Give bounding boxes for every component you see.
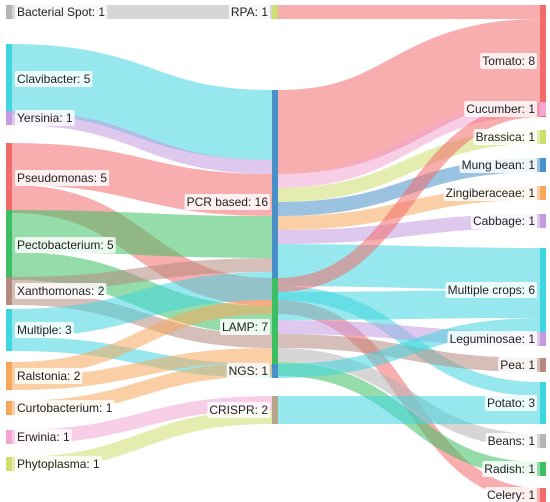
- label-bg-potato: [484, 395, 537, 411]
- flow-ralstonia-to-pcr: [11, 300, 273, 376]
- label-bacterial-spot: Bacterial Spot: 1: [17, 5, 105, 19]
- label-tomato: Tomato: 8: [482, 54, 535, 68]
- node-celery: [540, 488, 546, 502]
- label-multiple: Multiple: 3: [17, 323, 72, 337]
- sankey-labels: Bacterial Spot: 1 Clavibacter: 5 Yersinia:…: [15, 4, 537, 502]
- node-yersinia: [6, 111, 12, 125]
- label-phytoplasma: Phytoplasma: 1: [17, 457, 100, 471]
- label-bg-crispr: [207, 402, 270, 418]
- label-cucumber: Cucumber: 1: [466, 102, 535, 116]
- node-rpa: [272, 5, 278, 19]
- node-pectobacterium: [6, 210, 12, 280]
- label-ralstonia: Ralstonia: 2: [17, 369, 81, 383]
- node-pcr: [272, 90, 278, 314]
- label-bg-pea: [498, 357, 537, 373]
- node-xanthomonas: [6, 277, 12, 305]
- label-bg-celery: [484, 487, 537, 502]
- label-bg-radish: [482, 461, 537, 477]
- label-leguminosae: Leguminosae: 1: [450, 332, 536, 346]
- node-crispr: [272, 396, 278, 424]
- label-yersinia: Yersinia: 1: [17, 111, 73, 125]
- label-bg-brassica: [473, 129, 537, 145]
- node-clavibacter: [6, 44, 12, 114]
- node-potato: [540, 382, 546, 424]
- label-bg-multiple: [15, 322, 74, 338]
- flow-pcr-to-multiple-crops: [277, 244, 541, 290]
- label-bg-xanthomonas: [15, 283, 107, 299]
- label-bg-lamp: [219, 319, 270, 335]
- label-bg-ngs: [226, 363, 270, 379]
- flow-ngs-to-multiple-crops: [277, 318, 541, 378]
- label-pea: Pea: 1: [500, 358, 535, 372]
- node-tomato: [540, 5, 546, 117]
- label-bg-erwinia: [15, 429, 72, 445]
- node-zingiberaceae: [540, 186, 546, 200]
- label-clavibacter: Clavibacter: 5: [17, 72, 91, 86]
- node-pea: [540, 358, 546, 372]
- label-erwinia: Erwinia: 1: [17, 430, 70, 444]
- label-bg-leguminosae: [447, 331, 537, 347]
- label-bg-rpa: [228, 4, 270, 20]
- label-mung-bean: Mung bean: 1: [462, 158, 536, 172]
- label-rpa: RPA: 1: [231, 5, 268, 19]
- label-bg-yersinia: [15, 110, 75, 126]
- label-bg-tomato: [480, 53, 537, 69]
- label-zingiberaceae: Zingiberaceae: 1: [446, 186, 536, 200]
- node-leguminosae: [540, 332, 546, 346]
- node-cabbage: [540, 214, 546, 228]
- node-curtobacterium: [6, 401, 12, 415]
- flow-pectobacterium-to-pcr: [11, 210, 273, 258]
- label-bg-mung-bean: [459, 157, 537, 173]
- label-bg-beans: [485, 433, 537, 449]
- label-bg-ralstonia: [15, 368, 83, 384]
- label-bg-curtobacterium: [15, 400, 115, 416]
- label-beans: Beans: 1: [488, 434, 536, 448]
- label-curtobacterium: Curtobacterium: 1: [17, 401, 113, 415]
- node-lamp: [272, 278, 278, 376]
- node-bacterial-spot: [6, 5, 12, 19]
- label-brassica: Brassica: 1: [476, 130, 536, 144]
- node-multiple: [6, 309, 12, 351]
- label-bg-pectobacterium: [15, 237, 116, 253]
- flow-pseudomonas-to-pcr: [11, 143, 273, 216]
- flow-lamp-to-multiple-crops: [277, 290, 541, 320]
- node-ralstonia: [6, 362, 12, 390]
- label-bg-cabbage: [470, 213, 537, 229]
- node-brassica: [540, 130, 546, 144]
- node-beans: [540, 434, 546, 448]
- flow-multiple-to-pcr: [11, 272, 273, 337]
- label-bg-clavibacter: [15, 71, 93, 87]
- label-bg-bacterial-spot: [15, 4, 108, 20]
- node-phytoplasma: [6, 457, 12, 471]
- sankey-nodes: [6, 5, 546, 502]
- label-bg-pcr: [184, 194, 270, 210]
- label-multiple-crops: Multiple crops: 6: [448, 283, 536, 297]
- label-celery: Celery: 1: [487, 488, 535, 502]
- node-multiple-crops: [540, 248, 546, 332]
- flow-lamp-to-tomato: [277, 103, 541, 292]
- label-potato: Potato: 3: [487, 396, 535, 410]
- node-cucumber: [540, 102, 546, 116]
- label-bg-phytoplasma: [15, 456, 102, 472]
- label-xanthomonas: Xanthomonas: 2: [17, 284, 105, 298]
- label-ngs: NGS: 1: [229, 364, 269, 378]
- label-bg-zingiberaceae: [443, 185, 537, 201]
- node-radish: [540, 462, 546, 476]
- label-radish: Radish: 1: [484, 462, 535, 476]
- flow-xanthomonas-to-lamp: [11, 291, 273, 348]
- node-ngs: [272, 364, 278, 378]
- node-pseudomonas: [6, 143, 12, 213]
- label-bg-cucumber: [464, 101, 537, 117]
- label-lamp: LAMP: 7: [222, 320, 268, 334]
- label-pseudomonas: Pseudomonas: 5: [17, 171, 107, 185]
- label-cabbage: Cabbage: 1: [473, 214, 535, 228]
- node-erwinia: [6, 430, 12, 444]
- label-pcr: PCR based: 16: [187, 195, 269, 209]
- label-crispr: CRISPR: 2: [209, 403, 268, 417]
- label-bg-multiple-crops: [445, 282, 537, 298]
- label-bg-pseudomonas: [15, 170, 110, 186]
- node-mung-bean: [540, 158, 546, 172]
- label-pectobacterium: Pectobacterium: 5: [17, 238, 114, 252]
